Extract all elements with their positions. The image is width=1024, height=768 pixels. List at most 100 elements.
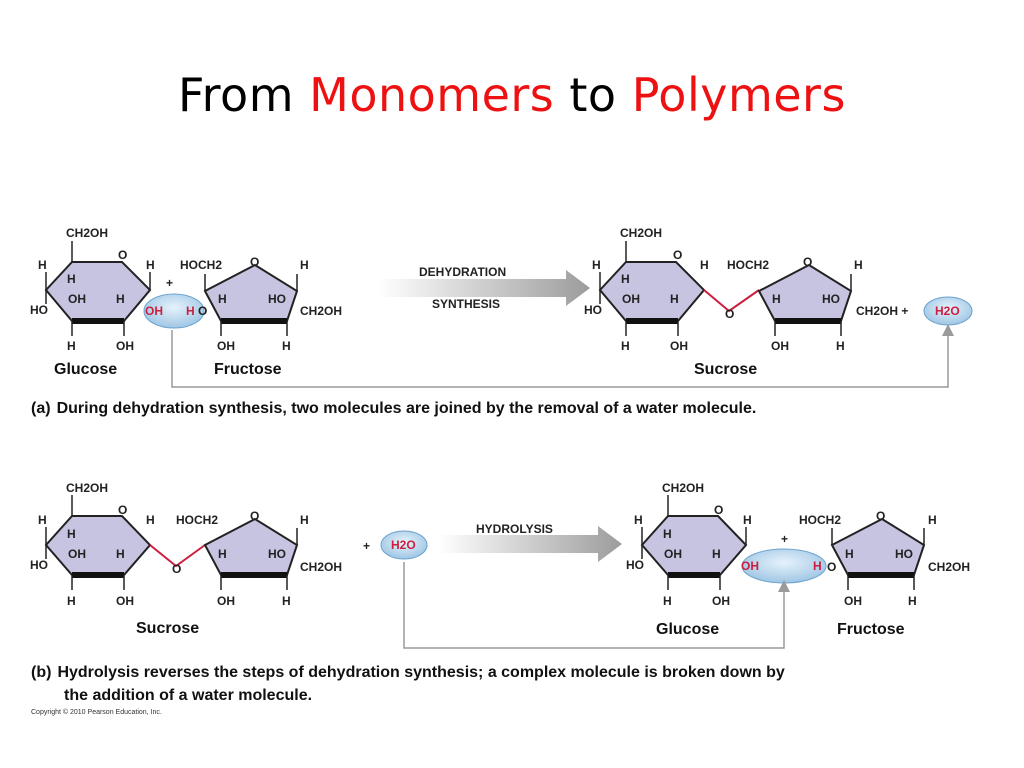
ho-group: HO <box>30 558 48 572</box>
oh-group: OH <box>68 547 86 561</box>
h-atom: H <box>621 272 630 286</box>
glucose-ring <box>44 261 152 322</box>
title-monomers: Monomers <box>309 68 555 122</box>
oh-group-removed: OH <box>145 304 163 318</box>
ho-group: HO <box>268 547 286 561</box>
h-atom: H <box>700 258 709 272</box>
oh-group: OH <box>712 594 730 608</box>
oh-group: OH <box>217 339 235 353</box>
arrow-label-hydrolysis: HYDROLYSIS <box>476 522 553 536</box>
ch2oh: CH2OH <box>662 481 704 495</box>
slide-title: From Monomers to Polymers <box>0 68 1024 122</box>
ho-group: HO <box>895 547 913 561</box>
sucrose-label-b: Sucrose <box>136 620 199 637</box>
caption-a-text: During dehydration synthesis, two molecu… <box>57 400 757 417</box>
oh-group: OH <box>116 594 134 608</box>
ring-oxygen: O <box>118 503 127 517</box>
ring-oxygen: O <box>250 509 259 523</box>
sucrose-molecule-b: CH2OH O H H H OH H HO H OH O HOCH2 O H H… <box>30 481 342 637</box>
h-atom: H <box>282 339 291 353</box>
h-atom: H <box>743 513 752 527</box>
plus-sign: + <box>166 276 173 290</box>
h-atom: H <box>67 272 76 286</box>
fructose-ring <box>203 263 299 322</box>
h-atom: H <box>282 594 291 608</box>
arrow-label-dehydration: DEHYDRATION <box>419 265 506 279</box>
h-atom: H <box>218 547 227 561</box>
sucrose-ch2oh: CH2OH <box>620 226 662 240</box>
caption-b-line1: (b)Hydrolysis reverses the steps of dehy… <box>31 664 785 681</box>
oh-group: OH <box>68 292 86 306</box>
oh-group: OH <box>116 339 134 353</box>
h-atom: H <box>38 258 47 272</box>
h-atom: H <box>634 513 643 527</box>
h-atom: H <box>146 258 155 272</box>
hydrolysis-arrow: HYDROLYSIS <box>438 522 622 562</box>
h-atom: H <box>300 513 309 527</box>
water-product: H2O <box>935 304 960 318</box>
h-atom: H <box>845 547 854 561</box>
fructose-molecule-b: HOCH2 O H H HO O CH2OH OH H Fructose <box>799 509 970 638</box>
h-atom: H <box>836 339 845 353</box>
glucose-label-b: Glucose <box>656 621 719 638</box>
ring-oxygen: O <box>803 255 812 269</box>
hoch2: HOCH2 <box>799 513 841 527</box>
sucrose-hoch2: HOCH2 <box>727 258 769 272</box>
sucrose-label: Sucrose <box>694 361 757 378</box>
h-atom: H <box>854 258 863 272</box>
caption-a: (a)During dehydration synthesis, two mol… <box>31 400 756 417</box>
caption-b-line2: the addition of a water molecule. <box>64 687 312 704</box>
water-connector-b <box>403 562 790 649</box>
h-atom: H <box>621 339 630 353</box>
h-atom: H <box>300 258 309 272</box>
fructose-hoch2: HOCH2 <box>180 258 222 272</box>
glucose-ch2oh: CH2OH <box>66 226 108 240</box>
ring-oxygen-link: O <box>198 304 207 318</box>
h-atom: H <box>928 513 937 527</box>
ho-group: HO <box>822 292 840 306</box>
h-atom: H <box>772 292 781 306</box>
fructose-label-b: Fructose <box>837 621 905 638</box>
ch2oh-plus: CH2OH + <box>856 304 908 318</box>
oh-group: OH <box>664 547 682 561</box>
ho-group: HO <box>30 303 48 317</box>
h-atom: H <box>663 527 672 541</box>
h-atom-removed: H <box>186 304 195 318</box>
ring-oxygen: O <box>118 248 127 262</box>
h-atom: H <box>146 513 155 527</box>
h-atom: H <box>116 292 125 306</box>
glucose-molecule-a: CH2OH O H H H OH H HO H OH Glucose <box>30 226 155 378</box>
ch2oh: CH2OH <box>300 560 342 574</box>
ring-oxygen: O <box>876 509 885 523</box>
h-atom: H <box>67 339 76 353</box>
hoch2: HOCH2 <box>176 513 218 527</box>
h-atom: H <box>670 292 679 306</box>
copyright-notice: Copyright © 2010 Pearson Education, Inc. <box>31 709 162 716</box>
ho-group: HO <box>268 292 286 306</box>
fructose-ch2oh: CH2OH <box>300 304 342 318</box>
ring-oxygen: O <box>250 255 259 269</box>
bridge-oxygen: O <box>725 307 734 321</box>
ch2oh: CH2OH <box>928 560 970 574</box>
glucose-molecule-b: CH2OH O H H H OH H HO H OH Glucose <box>626 481 752 638</box>
water-reactant-oval <box>380 530 428 560</box>
oh-group: OH <box>844 594 862 608</box>
water-removed-oval <box>143 293 205 329</box>
oh-group: OH <box>217 594 235 608</box>
h-atom: H <box>38 513 47 527</box>
h-atom: H <box>663 594 672 608</box>
h-atom: H <box>116 547 125 561</box>
ho-group: HO <box>626 558 644 572</box>
oh-group: OH <box>670 339 688 353</box>
h-atom: H <box>218 292 227 306</box>
title-from: From <box>178 68 310 122</box>
bridge-oxygen: O <box>172 562 181 576</box>
glycosidic-bond <box>703 289 760 313</box>
plus-sign: + <box>781 532 788 546</box>
ch2oh: CH2OH <box>66 481 108 495</box>
glucose-label: Glucose <box>54 361 117 378</box>
h-atom-added: H <box>813 559 822 573</box>
water-reactant: H2O <box>391 538 416 552</box>
fructose-label: Fructose <box>214 361 282 378</box>
